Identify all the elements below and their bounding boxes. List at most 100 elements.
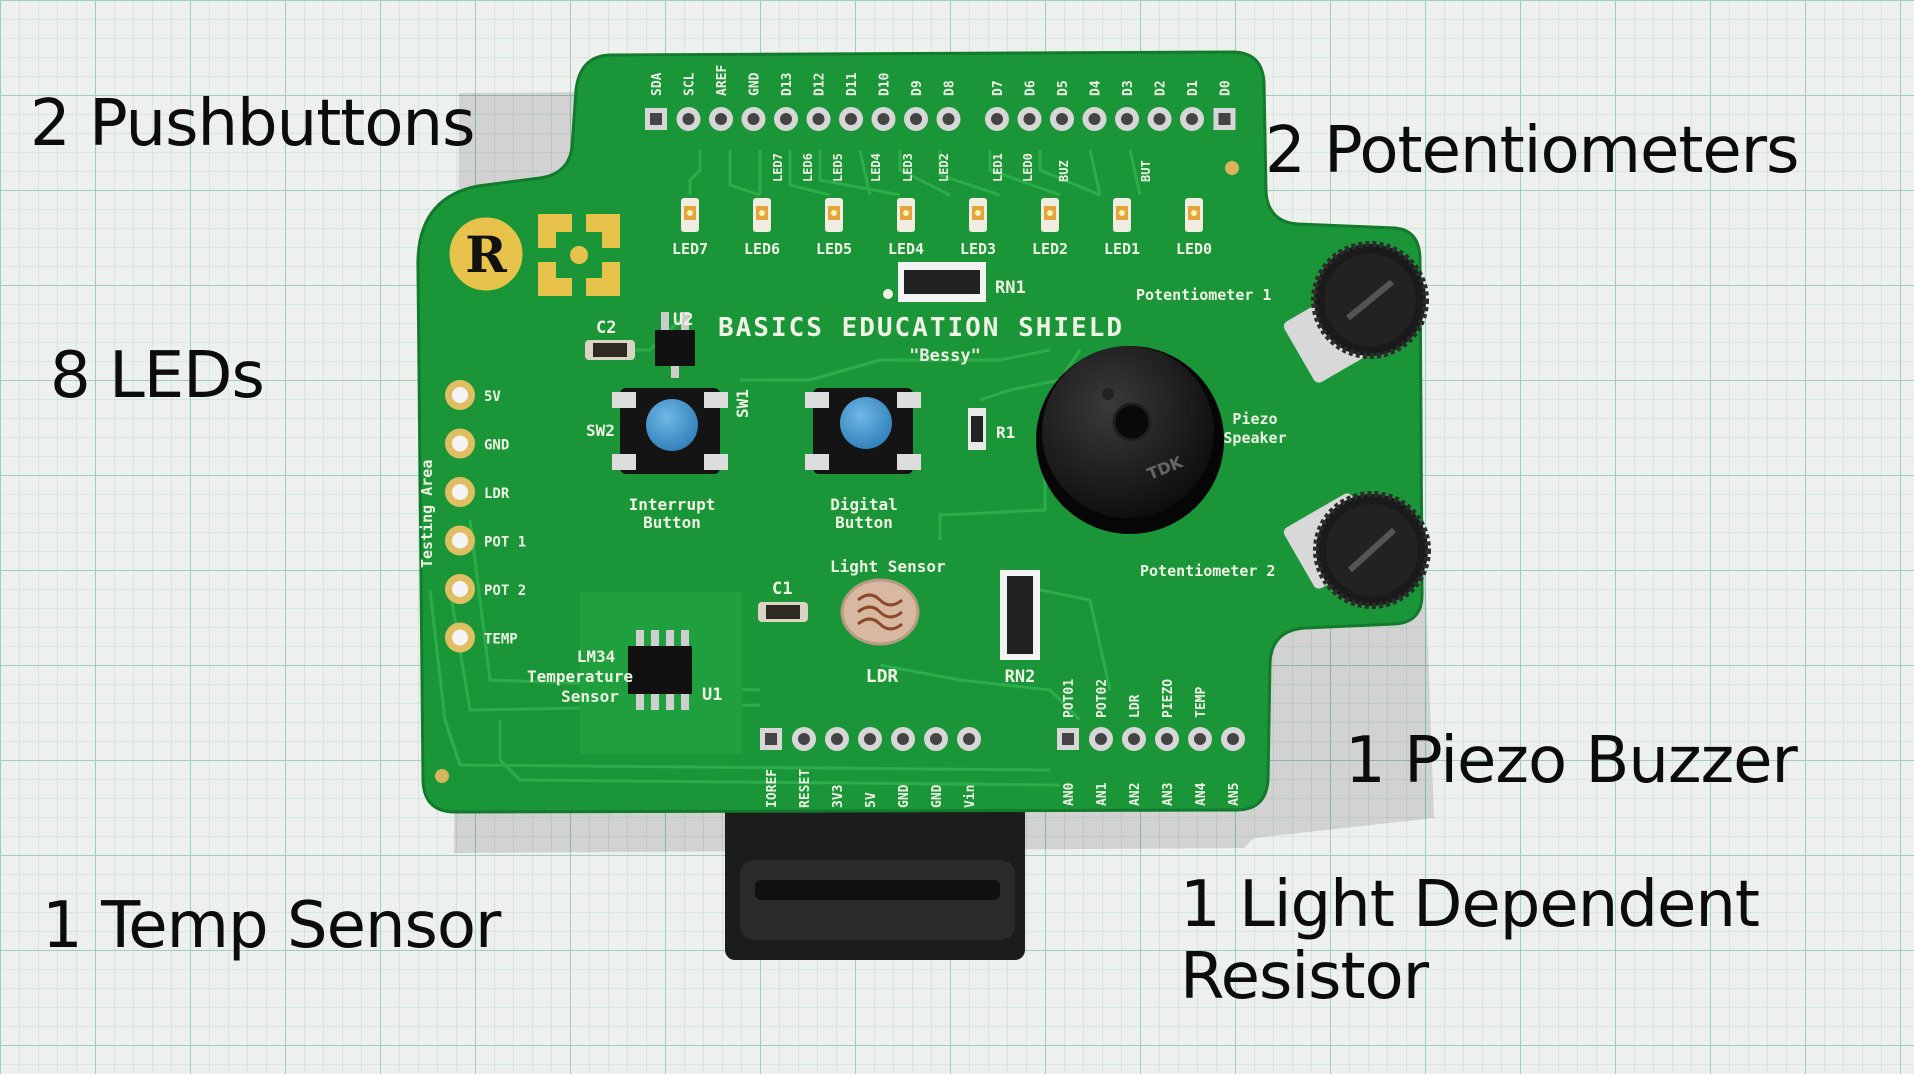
resistor-network-rn2: RN2 (1000, 570, 1040, 687)
led-row: LED7 LED6 LED5 LED4 LED3 LED2 LED1 LED0 (672, 198, 1212, 258)
header-pin-label: AN0 (1062, 782, 1077, 806)
piezo-buzzer: TDK Piezo Speaker (1036, 346, 1287, 534)
led-trace-label: LED1 (991, 153, 1005, 182)
label-leds: 8 LEDs (50, 339, 265, 413)
button-cap (646, 399, 698, 451)
led-trace-label: LED2 (937, 153, 951, 182)
led-trace-label: LED4 (869, 153, 883, 182)
label-potentiometers: 2 Potentiometers (1265, 114, 1799, 188)
header-pin-label: D11 (845, 72, 860, 96)
label-piezo-buzzer: 1 Piezo Buzzer (1345, 724, 1798, 798)
header-pin-label: D3 (1121, 80, 1136, 96)
header-pin-label: SDA (650, 72, 665, 96)
led-label: LED2 (1032, 240, 1068, 258)
led: LED4 (888, 198, 924, 258)
test-pad-label: GND (484, 438, 509, 454)
header-pin-label: D6 (1024, 80, 1039, 96)
svg-text:C1: C1 (772, 579, 792, 599)
header-pin-label: D4 (1089, 80, 1104, 96)
led: LED2 (1032, 198, 1068, 258)
analog-trace-label: POT02 (1095, 679, 1110, 718)
svg-text:Digital: Digital (830, 495, 897, 514)
light-dependent-resistor: Light Sensor LDR (830, 557, 946, 687)
svg-text:Piezo: Piezo (1232, 410, 1277, 428)
button-cap (840, 397, 892, 449)
header-pin-label: AN4 (1194, 782, 1209, 806)
header-pin-label: D1 (1186, 80, 1201, 96)
temperature-sensor-u1: LM34 Temperature Sensor U1 (527, 592, 742, 754)
header-pin-label: RESET (798, 769, 813, 808)
label-ldr-line1: 1 Light Dependent (1180, 868, 1760, 942)
label-ldr: 1 Light Dependent Resistor (1180, 868, 1760, 1013)
svg-text:Potentiometer 1: Potentiometer 1 (1136, 286, 1271, 304)
header-pin-label: 5V (864, 792, 879, 808)
logo-letter: R (465, 225, 507, 284)
svg-text:RN1: RN1 (995, 278, 1026, 298)
led-trace-label: LED7 (771, 153, 785, 182)
header-pin-label: AN5 (1227, 783, 1242, 806)
led-label: LED1 (1104, 240, 1140, 258)
analog-trace-label: POT01 (1062, 679, 1077, 718)
led: LED7 (672, 198, 708, 258)
header-pin-label: AN2 (1128, 783, 1143, 806)
led-trace-label: LED5 (831, 153, 845, 182)
led-trace-label: BUT (1139, 160, 1153, 182)
svg-text:Sensor: Sensor (561, 687, 619, 706)
led-label: LED3 (960, 240, 996, 258)
svg-text:LM34: LM34 (577, 647, 616, 666)
analog-trace-label: TEMP (1194, 687, 1209, 718)
header-pin-label: 3V3 (831, 785, 846, 808)
capacitor-c1: C1 (758, 579, 808, 622)
led-trace-label: LED6 (801, 153, 815, 182)
svg-text:Testing Area: Testing Area (418, 460, 436, 568)
oshw-logo (538, 214, 620, 296)
led: LED6 (744, 198, 780, 258)
svg-text:U1: U1 (702, 685, 722, 705)
potentiometer-1: Potentiometer 1 (1136, 241, 1429, 383)
svg-text:Light Sensor: Light Sensor (830, 557, 946, 576)
svg-text:Button: Button (835, 513, 893, 532)
board-nickname: "Bessy" (909, 346, 981, 366)
header-pin-label: D13 (780, 73, 795, 96)
svg-text:Speaker: Speaker (1223, 429, 1286, 447)
header-pin-label: D7 (991, 80, 1006, 96)
analog-trace-label: LDR (1128, 694, 1143, 718)
header-pin-label: D12 (813, 73, 828, 96)
header-pin-label: D10 (878, 72, 893, 96)
pushbutton-sw2: SW2 SW1 Interrupt Button (586, 388, 752, 532)
svg-text:R1: R1 (996, 423, 1015, 442)
led-label: LED0 (1176, 240, 1212, 258)
potentiometer-2: Potentiometer 2 (1140, 491, 1431, 609)
header-pin-label: IOREF (765, 769, 780, 808)
label-pushbuttons: 2 Pushbuttons (30, 87, 475, 161)
svg-text:C2: C2 (596, 318, 616, 338)
header-pin-label: GND (930, 784, 945, 808)
header-pin-label: D5 (1056, 80, 1071, 96)
svg-text:Button: Button (643, 513, 701, 532)
header-pin-label: D9 (910, 80, 925, 96)
led: LED5 (816, 198, 852, 258)
svg-text:RN2: RN2 (1005, 667, 1036, 687)
led-label: LED7 (672, 240, 708, 258)
board-holder (725, 795, 1025, 960)
test-pad-label: POT 2 (484, 583, 526, 599)
led: LED0 (1176, 198, 1212, 258)
led-label: LED6 (744, 240, 780, 258)
led-label: LED5 (816, 240, 852, 258)
resistor-network-rn1: RN1 (883, 262, 1026, 302)
pushbutton-sw1: Digital Button (805, 388, 921, 532)
header-pin-label: D8 (943, 80, 958, 96)
header-pin-label: D0 (1219, 80, 1234, 96)
led-trace-label: LED3 (901, 153, 915, 182)
capacitor-c2: C2 (585, 318, 635, 360)
header-pin-label: Vin (963, 785, 978, 808)
led-label: LED4 (888, 240, 924, 258)
svg-text:Potentiometer 2: Potentiometer 2 (1140, 562, 1275, 580)
header-pin-label: GND (748, 72, 763, 96)
svg-text:U2: U2 (673, 310, 693, 330)
